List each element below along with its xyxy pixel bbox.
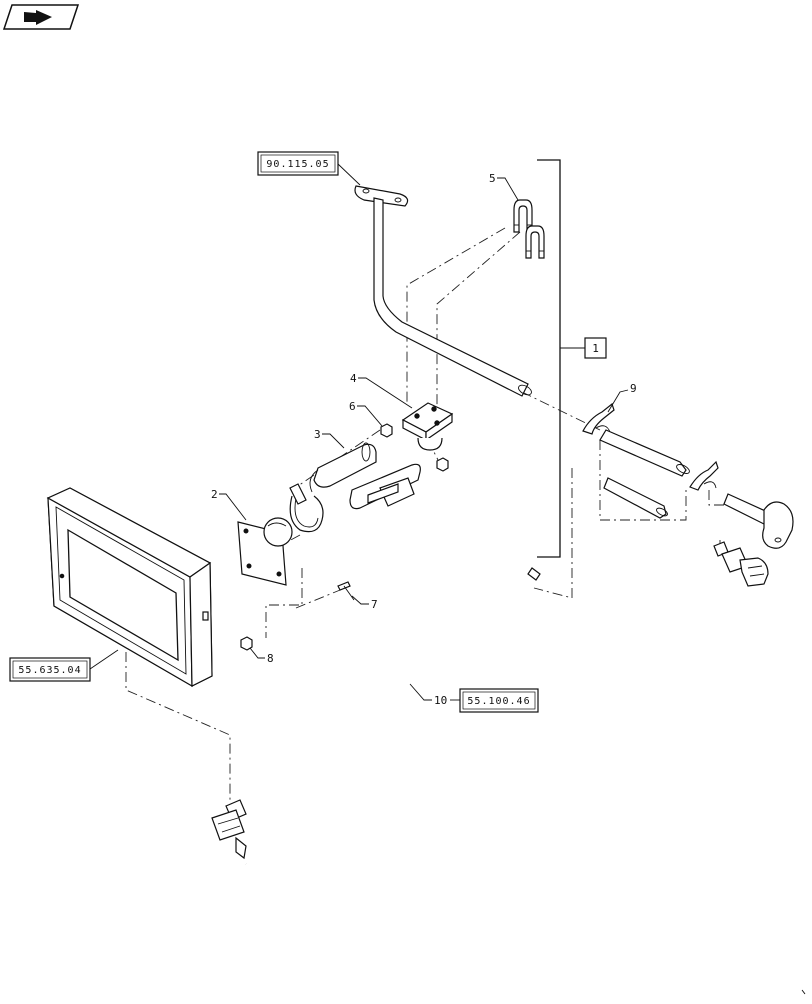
svg-text:2: 2 xyxy=(211,488,218,501)
svg-text:4: 4 xyxy=(350,372,357,385)
display-screen xyxy=(67,528,179,662)
end-bracket xyxy=(723,493,794,549)
ball-mount-base xyxy=(401,402,454,451)
kit-callout-label: 1 xyxy=(592,342,599,355)
hex-nut xyxy=(380,423,449,472)
svg-text:8: 8 xyxy=(267,652,274,665)
kit-bracket xyxy=(537,159,585,558)
edge-tick xyxy=(801,989,806,995)
callout-4[interactable]: 4 xyxy=(350,372,413,409)
hose-clamp xyxy=(289,483,324,533)
clamp-arm xyxy=(309,442,421,510)
small-nut xyxy=(240,636,253,651)
svg-text:9: 9 xyxy=(630,382,637,395)
svg-text:3: 3 xyxy=(314,428,321,441)
tube-clip-upper xyxy=(582,402,615,435)
assembly-lines xyxy=(125,227,736,800)
tube-clip-lower xyxy=(689,460,719,491)
callout-9[interactable]: 9 xyxy=(607,382,637,413)
callout-6[interactable]: 6 xyxy=(349,400,383,427)
connector-plug-left xyxy=(211,799,247,860)
arrow-icon[interactable] xyxy=(2,4,80,30)
u-bolt-lower xyxy=(525,225,545,259)
tube-lower xyxy=(603,477,668,519)
ref-box-display[interactable]: 55.635.04 xyxy=(9,657,91,682)
wiring-harness xyxy=(244,567,541,881)
ref-box-harness[interactable]: 55.100.46 xyxy=(459,688,539,713)
svg-text:5: 5 xyxy=(489,172,496,185)
display-unit[interactable] xyxy=(46,487,213,688)
callout-7[interactable]: 7 xyxy=(351,595,378,611)
svg-text:7: 7 xyxy=(371,598,378,611)
callout-5[interactable]: 5 xyxy=(489,172,519,201)
connector-plug-right xyxy=(713,541,769,587)
ref-box-top[interactable]: 90.115.05 xyxy=(257,151,339,176)
mounting-arm xyxy=(354,185,532,397)
ball-plate xyxy=(237,517,293,586)
tube-upper xyxy=(599,429,690,477)
ref-label-display: 55.635.04 xyxy=(18,665,81,676)
callout-3[interactable]: 3 xyxy=(314,428,345,449)
ref-label-top: 90.115.05 xyxy=(266,159,329,170)
svg-text:6: 6 xyxy=(349,400,356,413)
screw xyxy=(337,581,355,601)
ref-label-harness: 55.100.46 xyxy=(467,696,530,707)
callout-2[interactable]: 2 xyxy=(211,488,247,521)
callout-8[interactable]: 8 xyxy=(249,647,274,665)
kit-callout-box[interactable]: 1 xyxy=(584,337,607,359)
svg-text:10: 10 xyxy=(434,694,447,707)
callout-10[interactable]: 10 xyxy=(409,683,460,707)
